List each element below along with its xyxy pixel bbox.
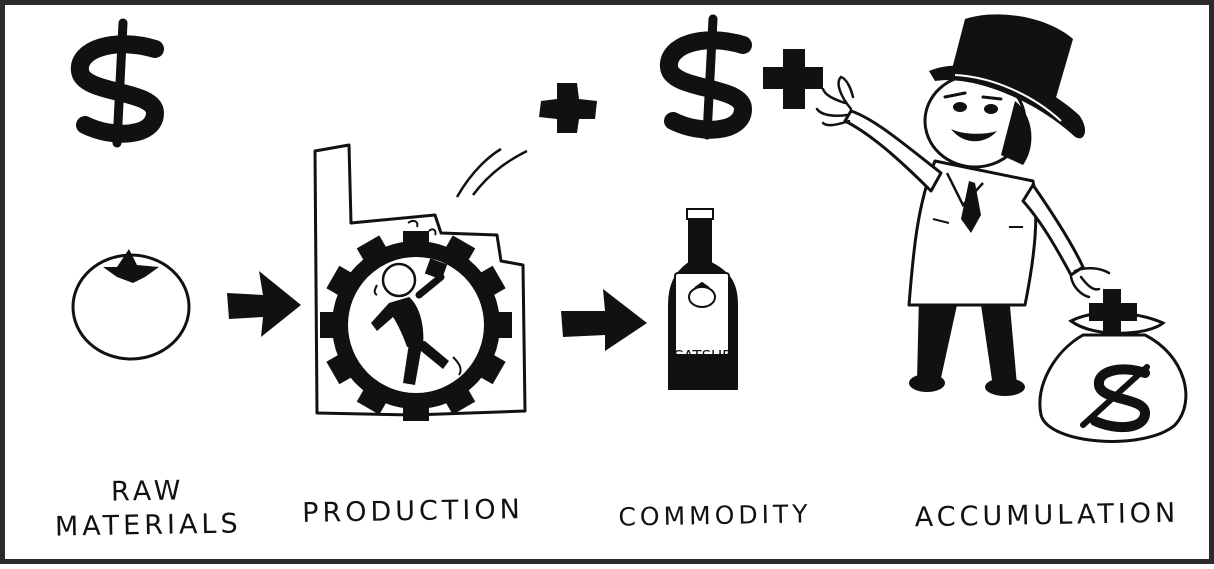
stage-label-production: PRODUCTION	[293, 493, 534, 531]
stage-label-line: MATERIALS	[54, 508, 242, 543]
stage-label-line: COMMODITY	[618, 499, 812, 532]
capital-accumulation-diagram: CATSUP	[70, 14, 1188, 443]
dollar-sign-icon	[660, 14, 753, 140]
plus-icon	[539, 83, 597, 133]
stage-label-raw-materials: RAW MATERIALS	[32, 473, 263, 545]
stage-label-commodity: COMMODITY	[615, 497, 816, 534]
dollar-sign-icon	[70, 18, 165, 148]
stage-label-line: PRODUCTION	[301, 494, 525, 529]
plus-icon	[763, 49, 823, 109]
catsup-bottle-icon: CATSUP	[668, 208, 738, 390]
stage-label-line: ACCUMULATION	[914, 497, 1180, 534]
stage-label-accumulation: ACCUMULATION	[897, 496, 1198, 535]
arrow-right-icon	[227, 271, 301, 337]
tomato-icon	[71, 249, 191, 361]
motion-lines	[455, 147, 528, 198]
capitalist-figure	[815, 14, 1111, 396]
arrow-right-icon	[561, 289, 647, 351]
bottle-label: CATSUP	[673, 347, 731, 365]
plus-icon	[1089, 289, 1137, 335]
stage-label-line: RAW	[110, 475, 185, 508]
worker-icon	[371, 258, 462, 385]
